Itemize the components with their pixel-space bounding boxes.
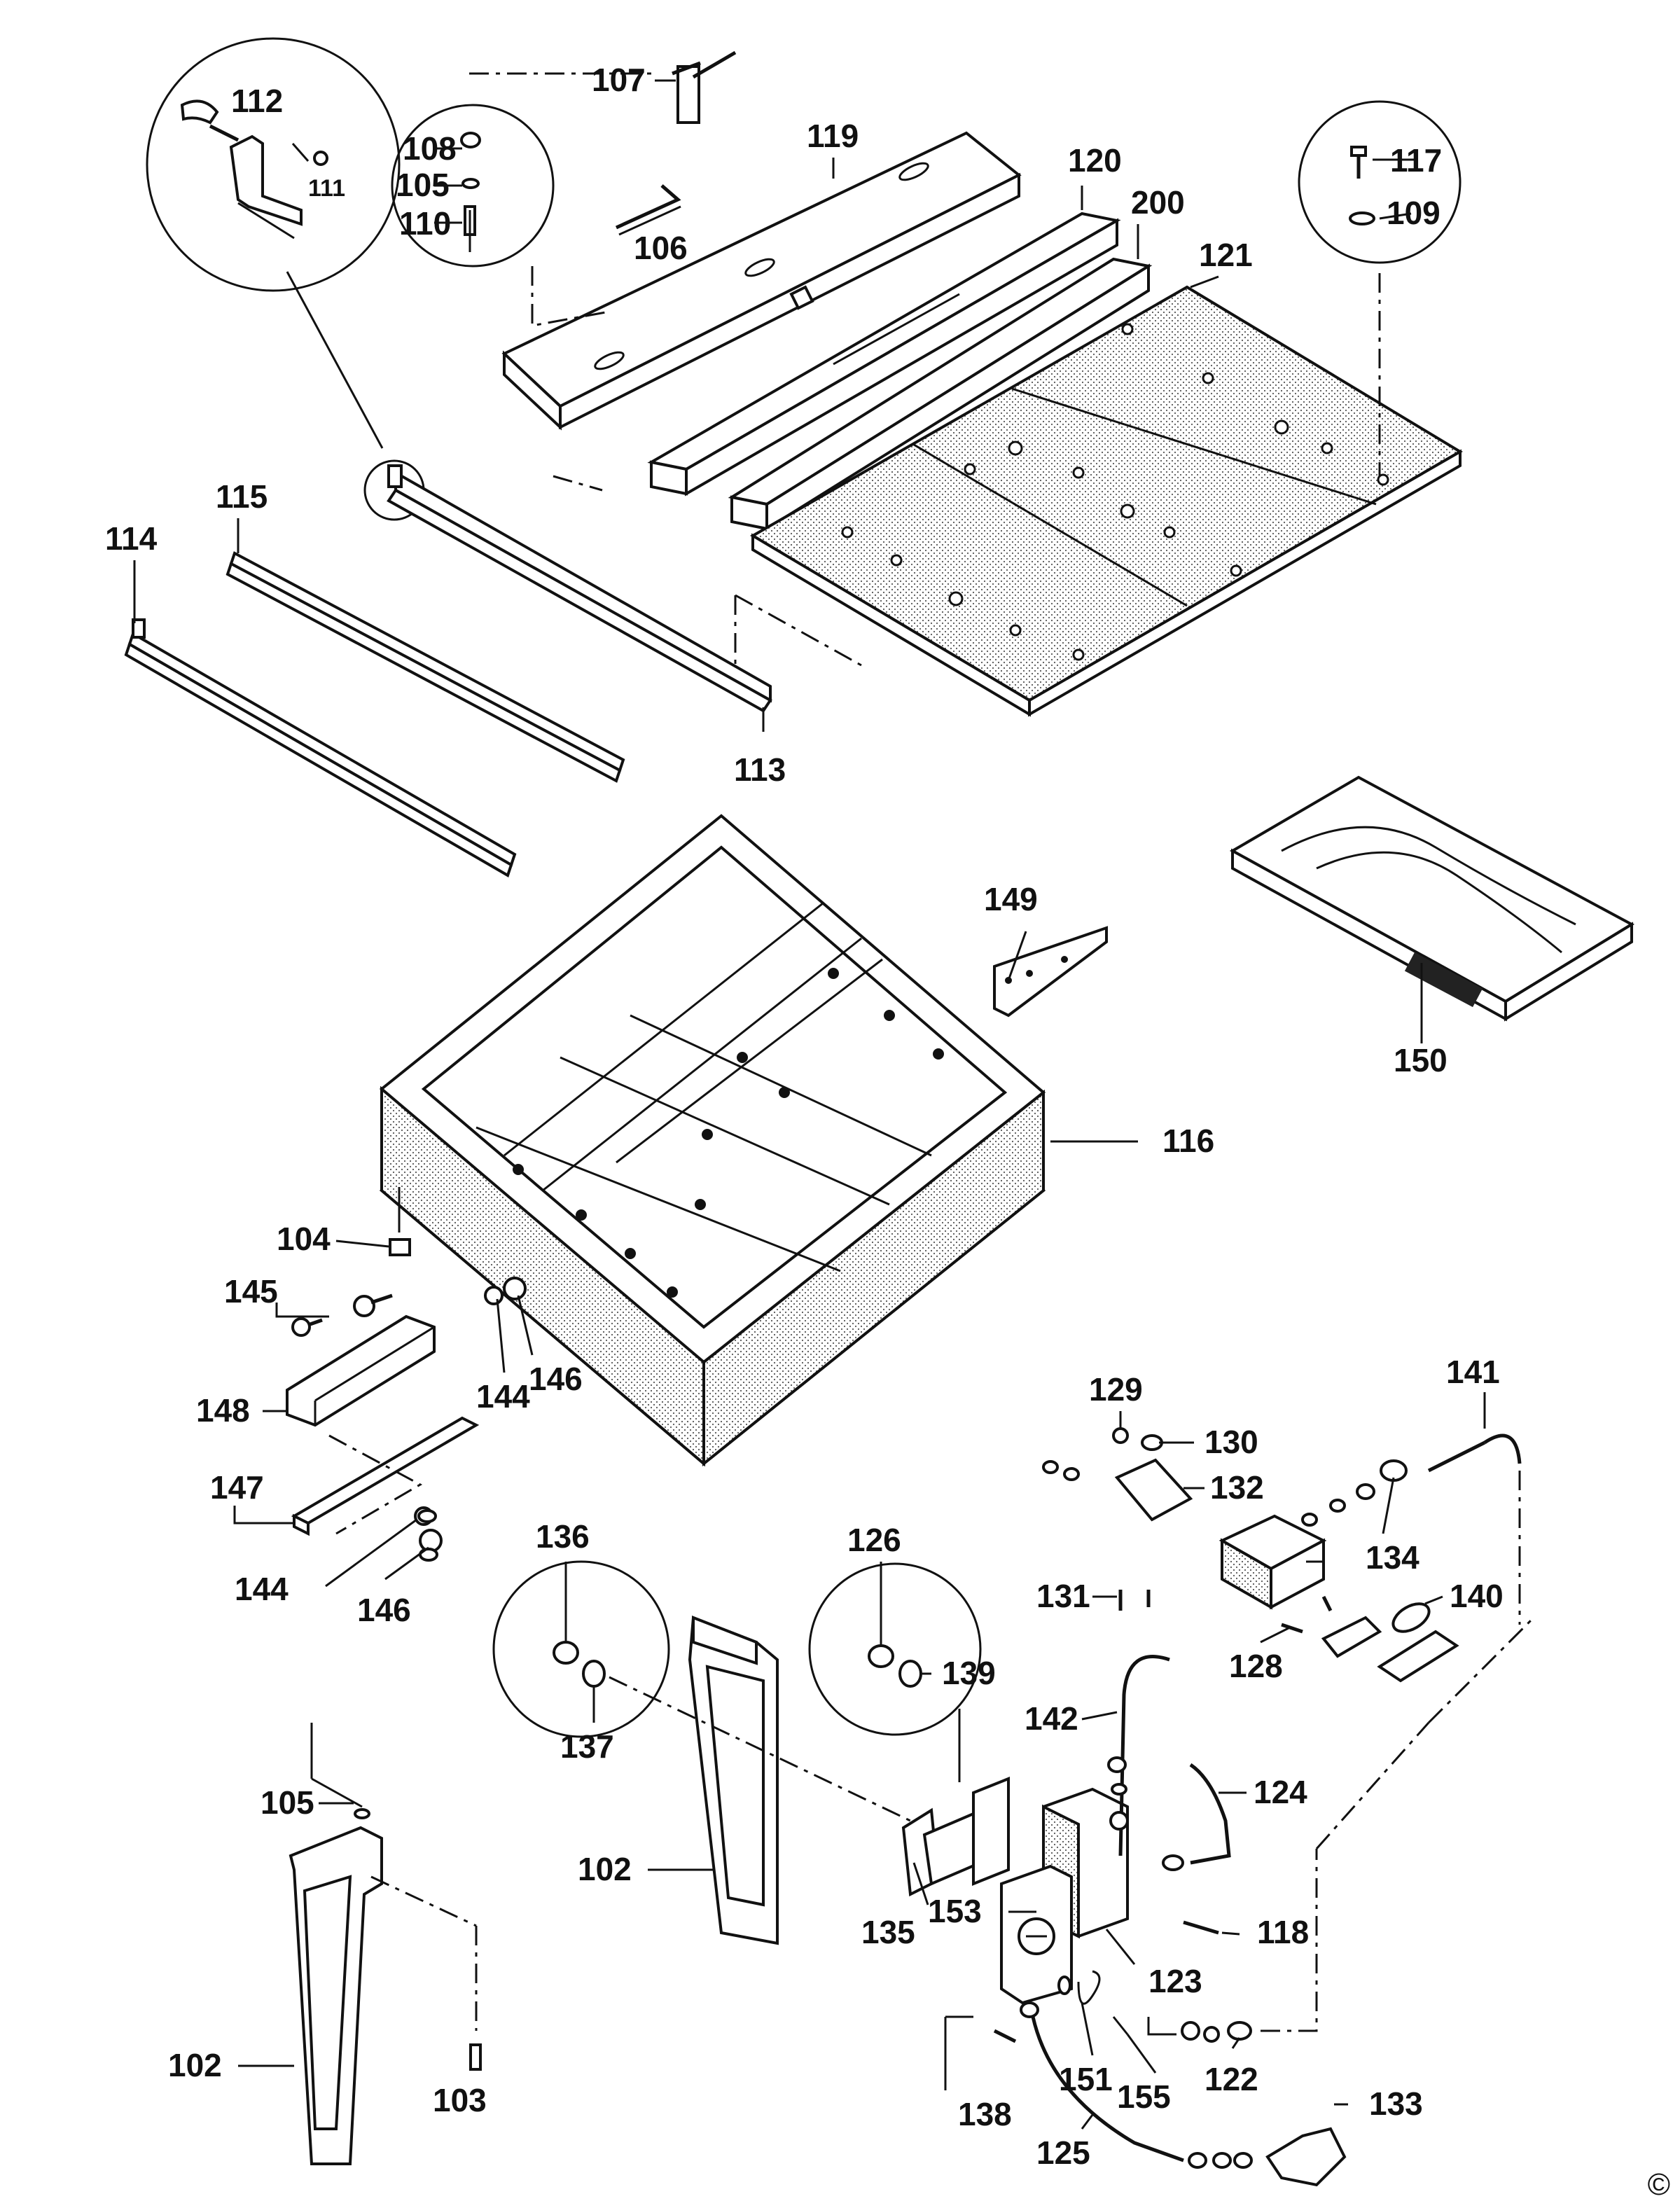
label-107: 107 — [592, 62, 646, 98]
label-149: 149 — [984, 881, 1038, 917]
part-107-wrench — [672, 50, 737, 124]
label-144-upper: 144 — [476, 1378, 530, 1415]
label-115: 115 — [216, 478, 268, 515]
part-125-cable — [1020, 2001, 1253, 2169]
label-150: 150 — [1394, 1042, 1448, 1078]
part-135-bracket — [901, 1777, 1010, 1897]
label-131: 131 — [1036, 1578, 1090, 1614]
label-110: 110 — [399, 205, 451, 242]
label-124: 124 — [1254, 1774, 1307, 1810]
detail-circle-fasteners — [391, 104, 555, 268]
label-148: 148 — [196, 1392, 250, 1429]
detail-circle-bracket — [146, 37, 401, 292]
part-106-hex-key — [615, 184, 681, 236]
label-119: 119 — [807, 118, 859, 154]
label-122: 122 — [1205, 2061, 1258, 2097]
label-139: 139 — [942, 1655, 996, 1691]
part-138-screw — [993, 2029, 1017, 2043]
label-134: 134 — [1366, 1539, 1419, 1576]
label-108: 108 — [403, 130, 457, 167]
detail-circle-bolt — [1298, 100, 1462, 264]
label-103: 103 — [433, 2082, 487, 2118]
part-121-table-top — [750, 285, 1463, 717]
part-145-knobs — [291, 1293, 393, 1337]
label-117: 117 — [1390, 142, 1442, 179]
part-104-nut — [389, 1238, 411, 1256]
part-141-cable — [1301, 1433, 1522, 1527]
label-120: 120 — [1068, 142, 1122, 179]
label-138: 138 — [958, 2096, 1012, 2132]
label-116: 116 — [1162, 1123, 1214, 1159]
part-114-rail — [124, 618, 517, 877]
part-153-cover — [1000, 1864, 1073, 2005]
callout-leaders — [133, 79, 1486, 2130]
label-113: 113 — [734, 751, 786, 788]
part-140-cap — [1321, 1602, 1459, 1683]
label-111: 111 — [308, 175, 345, 202]
label-130: 130 — [1205, 1424, 1258, 1460]
label-105-top: 105 — [396, 167, 450, 203]
part-151-155-wire — [1057, 1970, 1129, 2035]
copyright-mark: © — [1647, 2167, 1670, 2202]
label-132: 132 — [1210, 1469, 1264, 1506]
label-118: 118 — [1257, 1914, 1309, 1950]
part-133-plug — [1265, 2127, 1347, 2187]
label-200: 200 — [1131, 184, 1185, 221]
label-147: 147 — [210, 1469, 264, 1506]
label-129: 129 — [1089, 1371, 1143, 1408]
part-122-fittings — [1181, 2021, 1252, 2043]
label-121: 121 — [1199, 237, 1253, 273]
part-128-131-screws — [1118, 1590, 1333, 1634]
label-125: 125 — [1036, 2134, 1090, 2171]
label-145: 145 — [224, 1273, 278, 1310]
part-124-cable — [1162, 1763, 1231, 1871]
label-137: 137 — [560, 1728, 614, 1765]
label-105-bottom: 105 — [261, 1784, 314, 1821]
part-134-box — [1219, 1514, 1327, 1610]
label-153: 153 — [928, 1893, 982, 1929]
part-147-clamp-bar — [291, 1416, 480, 1562]
label-104: 104 — [277, 1221, 331, 1257]
part-142-cable — [1107, 1655, 1170, 1856]
label-102-center: 102 — [578, 1851, 632, 1887]
detail-circle-nut-right — [808, 1562, 982, 1736]
label-141: 141 — [1446, 1354, 1500, 1390]
label-144-lower: 144 — [235, 1571, 289, 1607]
label-102-left: 102 — [168, 2047, 222, 2083]
label-123: 123 — [1148, 1963, 1202, 1999]
label-114: 114 — [105, 520, 158, 557]
label-135: 135 — [861, 1914, 915, 1950]
part-148-clamp-block — [286, 1314, 436, 1427]
label-151: 151 — [1059, 2061, 1113, 2097]
part-102-leg-left — [289, 1826, 383, 2165]
label-142: 142 — [1025, 1700, 1078, 1737]
label-128: 128 — [1229, 1648, 1283, 1684]
label-109: 109 — [1387, 195, 1441, 231]
label-112: 112 — [231, 83, 283, 119]
detail-circle-nut-left — [492, 1560, 670, 1738]
label-136: 136 — [536, 1518, 590, 1555]
label-146-lower: 146 — [357, 1592, 411, 1628]
label-106: 106 — [634, 230, 688, 266]
label-140: 140 — [1450, 1578, 1504, 1614]
part-115-rail — [225, 551, 625, 783]
part-119-fence-plate — [501, 131, 1022, 431]
part-118-screw — [1183, 1920, 1219, 1935]
label-155: 155 — [1117, 2078, 1171, 2115]
part-150-extension — [1229, 775, 1635, 1022]
part-120-rail — [647, 211, 1121, 497]
part-116-frame — [379, 814, 1046, 1467]
part-labels: 107 112 111 108 105 110 106 119 120 200 … — [105, 62, 1504, 2171]
part-200-rail — [728, 257, 1153, 532]
part-102-leg-center — [688, 1616, 779, 1945]
label-133: 133 — [1369, 2085, 1423, 2122]
label-126: 126 — [847, 1522, 901, 1558]
label-146-upper: 146 — [529, 1361, 583, 1397]
part-132-plate — [1042, 1427, 1193, 1522]
